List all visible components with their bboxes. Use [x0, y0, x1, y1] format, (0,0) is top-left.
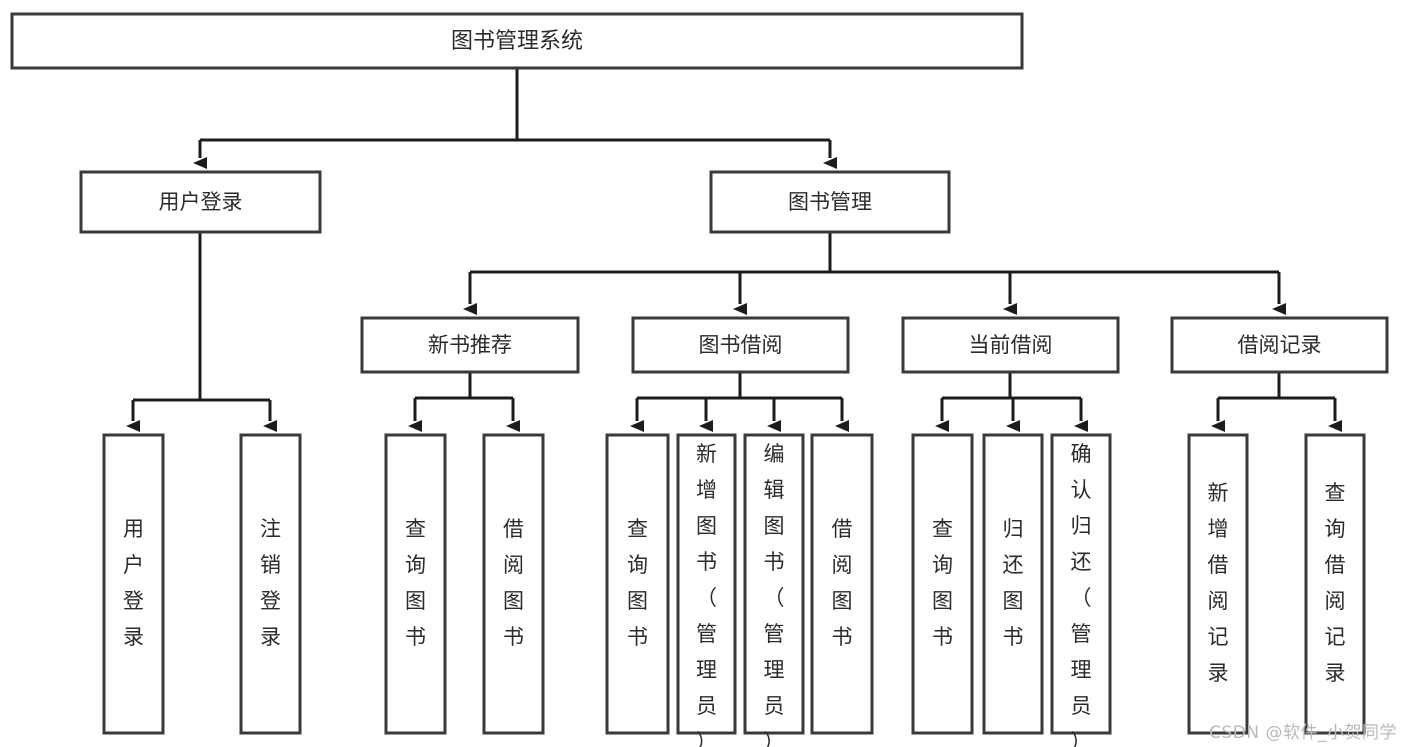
- leaf-node-7[interactable]: 借阅图书: [810, 433, 874, 735]
- leaf-node-6-box[interactable]: [743, 433, 805, 735]
- level2-node-2[interactable]: 当前借阅: [901, 316, 1120, 374]
- leaf-node-1-box[interactable]: [239, 433, 302, 735]
- leaf-node-9[interactable]: 归还图书: [982, 433, 1044, 735]
- leaf-node-5-box[interactable]: [676, 433, 737, 735]
- leaf-node-12-box[interactable]: [1304, 433, 1366, 735]
- leaf-node-7-label: 借阅图书: [832, 517, 853, 649]
- leaf-node-9-label: 归还图书: [1003, 517, 1024, 649]
- connector-layer: [126, 68, 1342, 432]
- leaf-node-12[interactable]: 查询借阅记录: [1304, 433, 1366, 735]
- level2-node-0-box[interactable]: [360, 316, 580, 374]
- level2-node-1-box[interactable]: [631, 316, 850, 374]
- nodes-layer: 图书管理系统用户登录图书管理新书推荐图书借阅当前借阅借阅记录用户登录注销登录查询…: [10, 12, 1389, 747]
- level1-node-1-box[interactable]: [709, 170, 951, 234]
- leaf-node-6[interactable]: 编辑图书（管理员）: [743, 433, 805, 747]
- leaf-node-9-box[interactable]: [982, 433, 1044, 735]
- level1-node-0-box[interactable]: [79, 170, 322, 234]
- leaf-node-2-box[interactable]: [384, 433, 447, 735]
- leaf-node-0[interactable]: 用户登录: [102, 433, 165, 735]
- leaf-node-3[interactable]: 借阅图书: [482, 433, 545, 735]
- root-node-book-management-system-box[interactable]: [10, 12, 1024, 70]
- leaf-node-7-box[interactable]: [810, 433, 874, 735]
- leaf-node-5[interactable]: 新增图书（管理员）: [676, 433, 737, 747]
- level1-node-1[interactable]: 图书管理: [709, 170, 951, 234]
- leaf-node-1-label: 注销登录: [260, 517, 281, 649]
- level2-node-2-box[interactable]: [901, 316, 1120, 374]
- level1-node-0-label: 用户登录: [159, 190, 243, 214]
- leaf-node-0-box[interactable]: [102, 433, 165, 735]
- leaf-node-8-label: 查询图书: [932, 517, 953, 649]
- level2-node-2-label: 当前借阅: [969, 333, 1053, 357]
- level2-node-3-box[interactable]: [1170, 316, 1389, 374]
- leaf-node-4-label: 查询图书: [627, 517, 648, 649]
- leaf-node-6-label: 编辑图书（管理员）: [764, 442, 785, 747]
- root-node-book-management-system[interactable]: 图书管理系统: [10, 12, 1024, 70]
- leaf-node-10-box[interactable]: [1050, 433, 1112, 735]
- leaf-node-10-label: 确认归还（管理员）: [1071, 442, 1092, 747]
- root-node-book-management-system-label: 图书管理系统: [451, 29, 583, 54]
- leaf-node-2[interactable]: 查询图书: [384, 433, 447, 735]
- level2-node-0[interactable]: 新书推荐: [360, 316, 580, 374]
- leaf-node-3-label: 借阅图书: [503, 517, 524, 649]
- level2-node-1[interactable]: 图书借阅: [631, 316, 850, 374]
- level2-node-0-label: 新书推荐: [428, 333, 512, 357]
- leaf-node-11-label: 新增借阅记录: [1208, 481, 1229, 685]
- level2-node-1-label: 图书借阅: [699, 333, 783, 357]
- leaf-node-12-label: 查询借阅记录: [1325, 481, 1346, 685]
- level1-node-1-label: 图书管理: [788, 190, 872, 214]
- level2-node-3[interactable]: 借阅记录: [1170, 316, 1389, 374]
- leaf-node-2-label: 查询图书: [405, 517, 426, 649]
- leaf-node-11-box[interactable]: [1187, 433, 1249, 735]
- leaf-node-10[interactable]: 确认归还（管理员）: [1050, 433, 1112, 747]
- level1-node-0[interactable]: 用户登录: [79, 170, 322, 234]
- leaf-node-11[interactable]: 新增借阅记录: [1187, 433, 1249, 735]
- leaf-node-8-box[interactable]: [911, 433, 974, 735]
- leaf-node-8[interactable]: 查询图书: [911, 433, 974, 735]
- leaf-node-3-box[interactable]: [482, 433, 545, 735]
- leaf-node-4-box[interactable]: [605, 433, 670, 735]
- leaf-node-0-label: 用户登录: [123, 517, 144, 649]
- leaf-node-4[interactable]: 查询图书: [605, 433, 670, 735]
- leaf-node-1[interactable]: 注销登录: [239, 433, 302, 735]
- leaf-node-5-label: 新增图书（管理员）: [696, 442, 717, 747]
- level2-node-3-label: 借阅记录: [1238, 333, 1322, 357]
